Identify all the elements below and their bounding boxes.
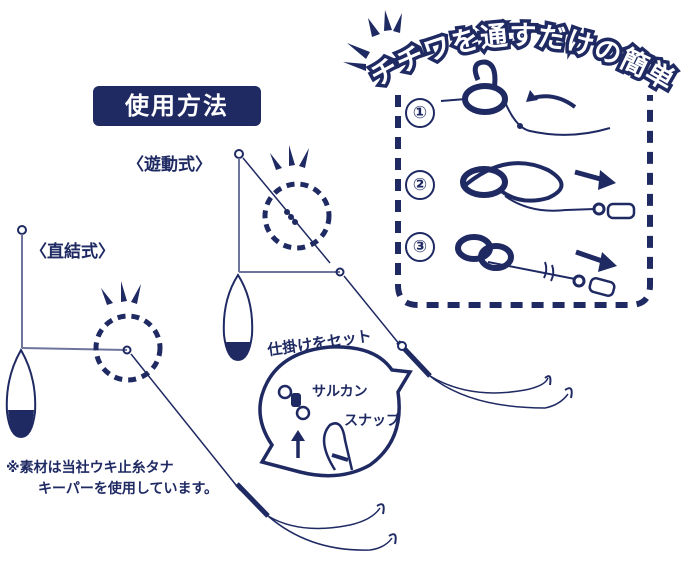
banner-title: チチワを通すだけの簡単仕掛: [0, 0, 680, 98]
step3-illustration: [455, 234, 617, 297]
chokketsu-method-label: 〈直結式〉: [30, 242, 115, 262]
rig-set-bubble: [258, 345, 413, 478]
zoom-circle-chokketsu: [93, 313, 163, 383]
step-2-number: ②: [405, 170, 435, 200]
yudo-rig: [222, 145, 573, 409]
curved-arrow-icon: [532, 94, 577, 109]
step-3-number: ③: [405, 232, 435, 262]
sparkle-icon: [101, 281, 141, 305]
snap-label: スナップ: [344, 413, 400, 429]
material-note-line1: ※素材は当社ウキ止糸タナ: [6, 460, 174, 476]
swivel-label: サルカン: [312, 384, 368, 400]
step1-illustration: [440, 59, 611, 136]
usage-title: 使用方法: [93, 86, 261, 126]
sparkle-icon: [270, 145, 309, 170]
chokketsu-rig: [5, 225, 397, 551]
sparkle-icon: [343, 10, 402, 71]
material-note: ※素材は当社ウキ止糸タナ キーパーを使用しています。: [6, 458, 218, 500]
zoom-circle-yudo: [262, 181, 332, 251]
yudo-method-label: 〈遊動式〉: [127, 155, 212, 175]
step2-illustration: [460, 161, 636, 220]
material-note-line2: キーパーを使用しています。: [38, 481, 219, 497]
step-1-number: ①: [405, 98, 435, 128]
